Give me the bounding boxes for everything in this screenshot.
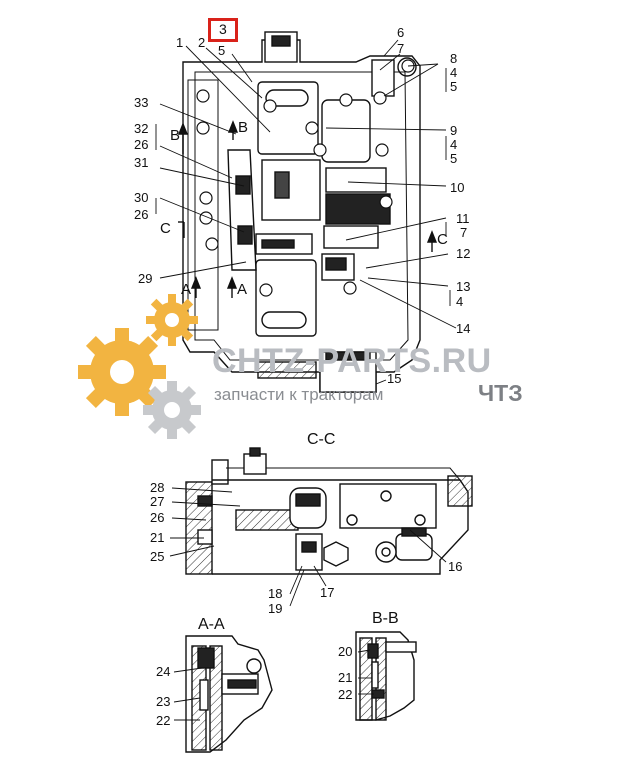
callout-4-low[interactable]: 4 (456, 294, 464, 309)
section-cc-title: C-C (307, 431, 336, 448)
callout-3-highlighted[interactable]: 3 (219, 21, 227, 37)
callout-B-left[interactable]: B (170, 127, 181, 144)
callout-cc-21[interactable]: 21 (150, 530, 165, 545)
callout-26-mid[interactable]: 26 (134, 207, 149, 222)
callout-5-mid[interactable]: 5 (450, 151, 458, 166)
watermark-gear-small (146, 294, 198, 346)
watermark-site: CHTZ-PARTS.RU (212, 342, 492, 380)
callout-cc-27[interactable]: 27 (150, 494, 165, 509)
callout-32[interactable]: 32 (134, 121, 149, 136)
callout-13[interactable]: 13 (456, 279, 471, 294)
callout-aa-24[interactable]: 24 (156, 664, 171, 679)
watermark-gear-grey (143, 381, 201, 439)
section-aa-drawing (185, 635, 273, 753)
section-bb-leaders (357, 649, 374, 695)
callout-cc-16[interactable]: 16 (448, 559, 463, 574)
main-view-housing (169, 31, 421, 393)
callout-7-mid[interactable]: 7 (460, 225, 468, 240)
callout-bb-21[interactable]: 21 (338, 670, 353, 685)
section-arrows (177, 120, 438, 298)
callout-A-right[interactable]: A (237, 281, 248, 298)
section-cc-drawing (185, 447, 473, 575)
callout-1[interactable]: 1 (176, 35, 184, 50)
callout-bb-22[interactable]: 22 (338, 687, 353, 702)
section-bb-title: B-B (372, 610, 399, 627)
section-aa-title: A-A (198, 616, 225, 633)
callout-9[interactable]: 9 (450, 123, 458, 138)
callout-cc-18[interactable]: 18 (268, 586, 283, 601)
callout-4-top[interactable]: 4 (450, 65, 458, 80)
callout-C-left[interactable]: C (160, 220, 171, 237)
callout-4-mid[interactable]: 4 (450, 137, 458, 152)
callout-cc-17[interactable]: 17 (320, 585, 335, 600)
callout-15[interactable]: 15 (387, 371, 402, 386)
callout-aa-22[interactable]: 22 (156, 713, 171, 728)
callout-B-right[interactable]: B (238, 119, 249, 136)
callout-7-top[interactable]: 7 (397, 41, 405, 56)
callout-26-top[interactable]: 26 (134, 137, 149, 152)
callout-aa-23[interactable]: 23 (156, 694, 171, 709)
callout-bb-20[interactable]: 20 (338, 644, 353, 659)
watermark-tagline: запчасти к тракторам (214, 385, 384, 404)
callout-29[interactable]: 29 (138, 271, 153, 286)
callout-30[interactable]: 30 (134, 190, 149, 205)
callout-A-left[interactable]: A (181, 281, 192, 298)
main-view-bolts (196, 59, 415, 297)
section-cc-leaders (169, 487, 447, 607)
highlighted-part-box (208, 18, 238, 42)
callout-cc-25[interactable]: 25 (150, 549, 165, 564)
callout-8[interactable]: 8 (450, 51, 458, 66)
callout-14[interactable]: 14 (456, 321, 471, 336)
callout-cc-19[interactable]: 19 (268, 601, 283, 616)
callout-31[interactable]: 31 (134, 155, 149, 170)
callout-cc-26[interactable]: 26 (150, 510, 165, 525)
callout-33[interactable]: 33 (134, 95, 149, 110)
watermark-gear-large (78, 328, 166, 416)
callout-11[interactable]: 11 (456, 211, 470, 226)
leader-lines (155, 39, 457, 385)
callout-cc-28[interactable]: 28 (150, 480, 165, 495)
callout-5-top[interactable]: 5 (218, 43, 226, 58)
callout-C-right[interactable]: C (437, 231, 448, 248)
section-aa-leaders (173, 667, 203, 721)
callout-12[interactable]: 12 (456, 246, 471, 261)
callout-6[interactable]: 6 (397, 25, 405, 40)
callout-2[interactable]: 2 (198, 35, 206, 50)
callout-10[interactable]: 10 (450, 180, 465, 195)
watermark-brand: ЧТЗ (478, 380, 523, 406)
section-bb-drawing (355, 631, 417, 721)
callout-5-right[interactable]: 5 (450, 79, 458, 94)
